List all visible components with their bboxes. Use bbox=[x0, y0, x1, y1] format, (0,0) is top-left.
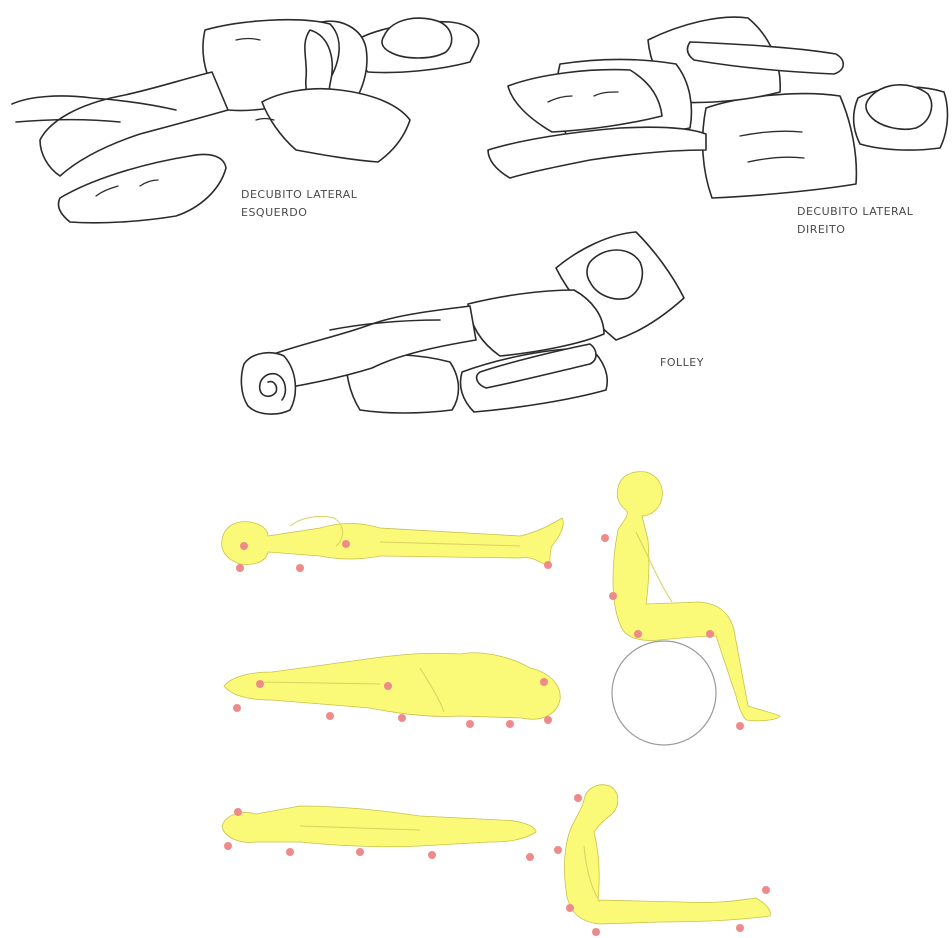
prone-pressure-figure bbox=[222, 806, 536, 861]
blanket-roll-icon bbox=[241, 353, 295, 414]
fowler-caption: FOLLEY bbox=[660, 354, 780, 372]
pressure-point bbox=[592, 928, 600, 936]
right-lateral-position-drawing bbox=[488, 17, 947, 198]
pressure-point bbox=[326, 712, 334, 720]
pressure-point bbox=[384, 682, 392, 690]
pressure-point bbox=[398, 714, 406, 722]
wheelchair-pressure-figure bbox=[601, 472, 780, 745]
supine-pressure-figure bbox=[222, 516, 564, 572]
pressure-point bbox=[256, 680, 264, 688]
pressure-point bbox=[566, 904, 574, 912]
left-lateral-label-line1: DECUBITO LATERAL bbox=[241, 186, 441, 204]
pressure-point bbox=[224, 842, 232, 850]
head bbox=[382, 18, 452, 58]
right-lateral-label-line1: DECUBITO LATERAL bbox=[797, 203, 952, 221]
pressure-point bbox=[540, 678, 548, 686]
left-lateral-caption: DECUBITO LATERAL ESQUERDO bbox=[241, 186, 441, 222]
left-lateral-label-line2: ESQUERDO bbox=[241, 204, 441, 222]
pressure-point bbox=[736, 924, 744, 932]
pressure-point bbox=[544, 716, 552, 724]
pressure-point bbox=[554, 846, 562, 854]
leg-pillow bbox=[58, 155, 226, 223]
pressure-point bbox=[296, 564, 304, 572]
pressure-point bbox=[506, 720, 514, 728]
right-lateral-caption: DECUBITO LATERAL DIREITO bbox=[797, 203, 952, 239]
arm-pillow bbox=[262, 89, 410, 162]
long-sitting-pressure-figure bbox=[554, 785, 770, 936]
pressure-point bbox=[236, 564, 244, 572]
wheelchair-wheel-icon bbox=[612, 641, 716, 745]
pressure-point bbox=[234, 808, 242, 816]
pressure-point bbox=[233, 704, 241, 712]
pressure-point bbox=[574, 794, 582, 802]
pressure-point bbox=[526, 853, 534, 861]
pressure-point bbox=[342, 540, 350, 548]
pressure-point bbox=[736, 722, 744, 730]
pressure-point bbox=[762, 886, 770, 894]
pressure-point bbox=[428, 851, 436, 859]
pressure-point bbox=[286, 848, 294, 856]
pressure-point bbox=[706, 630, 714, 638]
right-lateral-label-line2: DIREITO bbox=[797, 221, 952, 239]
pressure-point bbox=[601, 534, 609, 542]
body-pillow bbox=[703, 94, 857, 198]
lateral-pressure-figure bbox=[224, 653, 560, 728]
pressure-point bbox=[466, 720, 474, 728]
fowler-position-drawing bbox=[241, 232, 684, 414]
pressure-point bbox=[544, 561, 552, 569]
pressure-point bbox=[609, 592, 617, 600]
pressure-point bbox=[356, 848, 364, 856]
pressure-point bbox=[240, 542, 248, 550]
leg bbox=[488, 127, 706, 178]
pressure-point bbox=[634, 630, 642, 638]
